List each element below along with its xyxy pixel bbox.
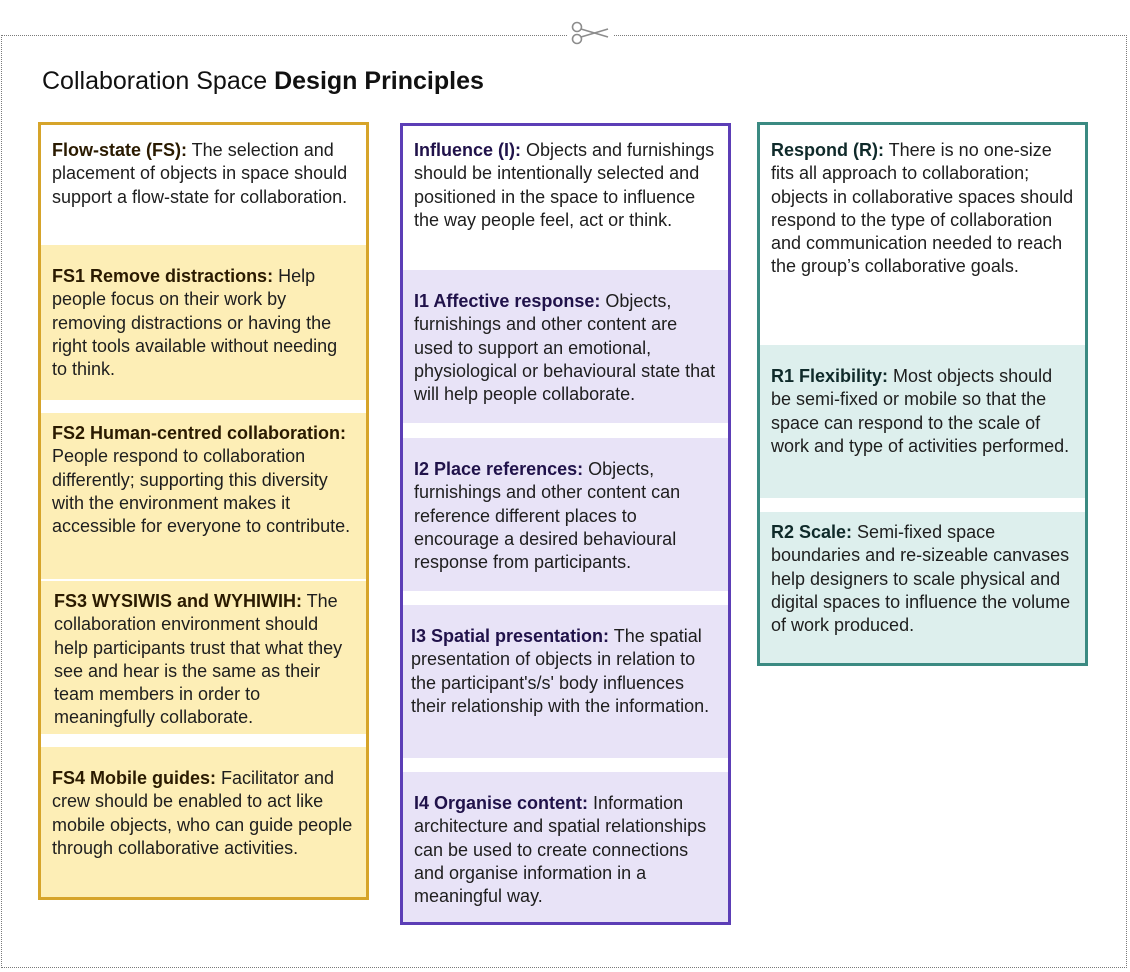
respond-header: Respond (R): There is no one-size fits a… <box>760 136 1085 344</box>
r2-text: Semi-fixed space boundaries and re-sizea… <box>771 522 1071 636</box>
fs1-card: FS1 Remove distractions: Help people foc… <box>41 245 366 400</box>
i2-text: Objects, furnishings and other content c… <box>414 459 681 573</box>
principle-text: There is no one-size fits all approach t… <box>771 140 1074 277</box>
fs2-label: FS2 Human-centred collaboration: <box>52 423 347 443</box>
page-title: Collaboration Space Design Principles <box>42 67 484 96</box>
principle-label: Influence (I): <box>414 140 521 160</box>
principle-label: Respond (R): <box>771 140 884 160</box>
flow-state-header: Flow-state (FS): The selection and place… <box>41 136 366 244</box>
principle-label: Flow-state (FS): <box>52 140 187 160</box>
i1-text: Objects, furnishings and other content a… <box>414 291 716 405</box>
principle-text: The selection and placement of objects i… <box>52 140 348 207</box>
principle-text: Objects and furnishings should be intent… <box>414 140 715 230</box>
influence-column: Influence (I): Objects and furnishings s… <box>400 123 731 925</box>
fs1-label: FS1 Remove distractions: <box>52 266 274 286</box>
fs3-card: FS3 WYSIWIS and WYHIWIH: The collaborati… <box>41 581 366 734</box>
i3-label: I3 Spatial presentation: <box>411 626 610 646</box>
r1-label: R1 Flexibility: <box>771 366 889 386</box>
i1-label: I1 Affective response: <box>414 291 601 311</box>
scissors-icon <box>568 18 614 48</box>
fs4-card: FS4 Mobile guides: Facilitator and crew … <box>41 747 366 897</box>
i2-card: I2 Place references: Objects, furnishing… <box>403 438 728 591</box>
fs4-label: FS4 Mobile guides: <box>52 768 217 788</box>
fs2-card: FS2 Human-centred collaboration: People … <box>41 413 366 579</box>
fs1-text: Help people focus on their work by remov… <box>52 266 338 380</box>
i1-card: I1 Affective response: Objects, furnishi… <box>403 270 728 423</box>
i2-label: I2 Place references: <box>414 459 584 479</box>
respond-column: Respond (R): There is no one-size fits a… <box>757 122 1088 666</box>
i3-card: I3 Spatial presentation: The spatial pre… <box>403 605 728 758</box>
title-bold: Design Principles <box>274 67 484 95</box>
influence-header: Influence (I): Objects and furnishings s… <box>403 137 728 269</box>
fs4-text: Facilitator and crew should be enabled t… <box>52 768 353 858</box>
r2-card: R2 Scale: Semi-fixed space boundaries an… <box>760 512 1085 663</box>
i4-label: I4 Organise content: <box>414 793 589 813</box>
r1-card: R1 Flexibility: Most objects should be s… <box>760 345 1085 498</box>
fs3-label: FS3 WYSIWIS and WYHIWIH: <box>54 591 302 611</box>
i3-text: The spatial presentation of objects in r… <box>411 626 710 716</box>
dotted-frame <box>1 35 1127 968</box>
title-normal: Collaboration Space <box>42 67 275 95</box>
fs2-text: People respond to collaboration differen… <box>52 446 351 537</box>
i4-card: I4 Organise content: Information archite… <box>403 772 728 922</box>
r2-label: R2 Scale: <box>771 522 853 542</box>
fs3-text: The collaboration environment should hel… <box>54 591 343 728</box>
i4-text: Information architecture and spatial rel… <box>414 793 707 907</box>
flow-state-column: Flow-state (FS): The selection and place… <box>38 122 369 900</box>
r1-text: Most objects should be semi-fixed or mob… <box>771 366 1070 456</box>
